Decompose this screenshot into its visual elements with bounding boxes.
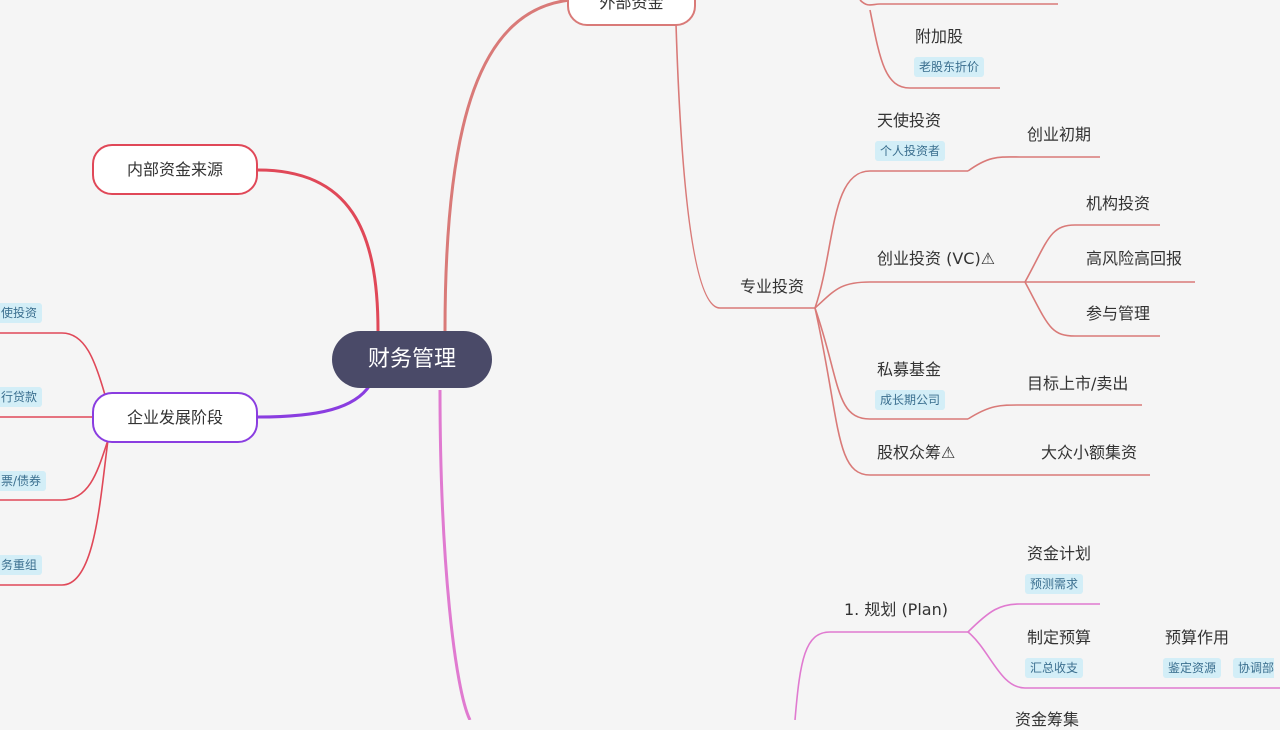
topic-budget-role[interactable]: 预算作用 (1165, 628, 1230, 647)
stage-tag-4: 务重组 (0, 555, 43, 575)
topic-plan[interactable]: 1. 规划 (Plan) (844, 600, 948, 619)
branch-internal-label: 内部资金来源 (126, 160, 223, 179)
connector-stage (257, 384, 372, 419)
stage-tag-2: 行贷款 (0, 387, 43, 407)
tag-budget-role-1: 鉴定资源 (1163, 658, 1222, 678)
connector-external (443, 0, 571, 332)
tag-angel: 个人投资者 (875, 141, 946, 161)
tag-fujia: 老股东折价 (914, 57, 985, 77)
topic-vc-child-1[interactable]: 机构投资 (1086, 194, 1151, 213)
topic-crowd-child[interactable]: 大众小额集资 (1041, 443, 1138, 462)
branch-internal[interactable]: 内部资金来源 (92, 144, 258, 195)
topic-pe[interactable]: 私募基金 (877, 360, 942, 379)
stage-tag-1: 使投资 (0, 303, 43, 323)
topic-fund-plan[interactable]: 资金计划 (1027, 544, 1092, 563)
topic-vc-child-3[interactable]: 参与管理 (1086, 304, 1151, 323)
plan-subtree-lines (794, 603, 1280, 720)
central-topic[interactable]: 财务管理 (332, 331, 492, 388)
topic-angel[interactable]: 天使投资 (877, 111, 942, 130)
external-subtree-lines (675, 0, 1195, 476)
tag-pe: 成长期公司 (875, 390, 946, 410)
stage-children-lines (0, 332, 109, 586)
topic-next-partial[interactable]: 资金筹集 (1015, 710, 1080, 729)
branch-stage-label: 企业发展阶段 (126, 408, 223, 427)
topic-pe-child[interactable]: 目标上市/卖出 (1027, 374, 1129, 393)
tag-budget: 汇总收支 (1025, 658, 1084, 678)
stage-tag-3: 票/债券 (0, 471, 47, 491)
tag-budget-role-2: 协调部 (1233, 658, 1275, 678)
branch-stage[interactable]: 企业发展阶段 (92, 392, 258, 443)
branch-external[interactable]: 外部资金 (567, 0, 696, 26)
tag-fund-plan: 预测需求 (1025, 574, 1084, 594)
topic-budget[interactable]: 制定预算 (1027, 628, 1092, 647)
topic-pro-invest[interactable]: 专业投资 (740, 277, 805, 296)
topic-vc-child-2[interactable]: 高风险高回报 (1086, 249, 1183, 268)
branch-external-label: 外部资金 (599, 0, 664, 12)
topic-crowd[interactable]: 股权众筹⚠ (877, 443, 956, 462)
topic-fujia[interactable]: 附加股 (915, 27, 964, 46)
connector-plan (438, 389, 472, 720)
topic-angel-child[interactable]: 创业初期 (1027, 125, 1092, 144)
topic-vc[interactable]: 创业投资 (VC)⚠ (877, 249, 996, 268)
connector-internal (257, 168, 380, 332)
